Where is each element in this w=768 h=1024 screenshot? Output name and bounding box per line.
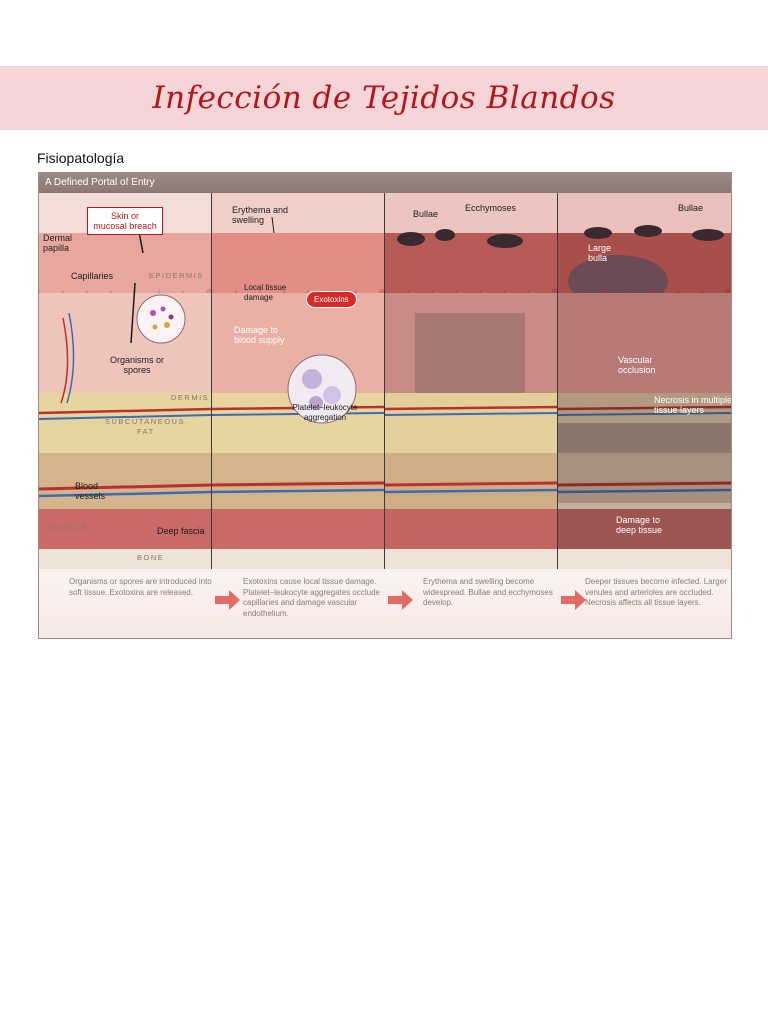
muscle-label: MUSCLE — [49, 523, 90, 532]
erythema-label: Erythema and swelling — [232, 205, 289, 225]
deep-damage-label: Damage to deep tissue — [616, 515, 663, 535]
vascular-occlusion-label: Vascular occlusion — [618, 355, 656, 375]
necrosis-label: Necrosis in multiple tissue layers — [654, 395, 732, 415]
dermis-label: DERMIS — [171, 393, 210, 402]
caption-2: Exotoxins cause local tissue damage. Pla… — [243, 577, 380, 618]
capillaries-label: Capillaries — [71, 271, 114, 281]
fat-label: FAT — [137, 427, 155, 436]
caption-4: Deeper tissues become infected. Larger v… — [585, 577, 727, 607]
panel-1: Skin or mucosal breach Dermal papilla Ca… — [39, 193, 211, 569]
caption-3: Erythema and swelling become widespread.… — [423, 577, 553, 607]
right-arrow-icon — [215, 590, 240, 610]
page-title: Infección de Tejidos Blandos — [152, 80, 616, 116]
figure-panel-title: A Defined Portal of Entry — [39, 173, 731, 193]
panel-divider — [384, 193, 385, 638]
right-arrow-icon — [561, 590, 586, 610]
panel-divider — [557, 193, 558, 638]
deep-fascia-label: Deep fascia — [157, 526, 205, 536]
panel-4: Bullae Large bulla Vascular occlusion Ne… — [558, 193, 732, 569]
exotoxins-badge: Exotoxins — [306, 291, 357, 308]
epidermis-label: EPIDERMIS — [149, 271, 204, 280]
right-arrow-icon — [388, 590, 413, 610]
title-banner: Infección de Tejidos Blandos — [0, 66, 768, 130]
dermal-papilla-label: Dermal papilla — [43, 233, 73, 253]
panel-1-illustration — [39, 193, 211, 569]
blood-supply-label: Damage to blood supply — [234, 325, 285, 345]
bullae-label-3: Bullae — [413, 209, 439, 219]
panel-3: Bullae Ecchymoses — [385, 193, 557, 569]
figure-panels: Skin or mucosal breach Dermal papilla Ca… — [39, 193, 732, 569]
pathophysiology-figure: A Defined Portal of Entry — [38, 172, 732, 639]
panel-4-illustration — [558, 193, 731, 569]
subcutaneous-label: SUBCUTANEOUS — [105, 417, 185, 426]
caption-1: Organisms or spores are introduced into … — [69, 577, 212, 597]
caption-strip: Organisms or spores are introduced into … — [39, 569, 731, 638]
organisms-label: Organisms or spores — [109, 355, 164, 375]
panel-2: Erythema and swelling Local tissue damag… — [212, 193, 384, 569]
panel-2-illustration — [212, 193, 384, 569]
panel-3-illustration — [385, 193, 557, 569]
ecchymoses-label: Ecchymoses — [465, 203, 517, 213]
bullae-label-4: Bullae — [678, 203, 704, 213]
skin-breach-label: Skin or mucosal breach — [87, 207, 163, 235]
platelet-label: Platelet–leukocyte aggregation — [292, 403, 358, 422]
panel-divider — [211, 193, 212, 638]
blood-vessels-label: Blood vessels — [75, 481, 106, 501]
local-damage-label: Local tissue damage — [244, 283, 287, 302]
section-label: Fisiopatología — [37, 150, 125, 166]
bone-label: BONE — [137, 553, 165, 562]
large-bulla-label: Large bulla — [588, 243, 612, 263]
